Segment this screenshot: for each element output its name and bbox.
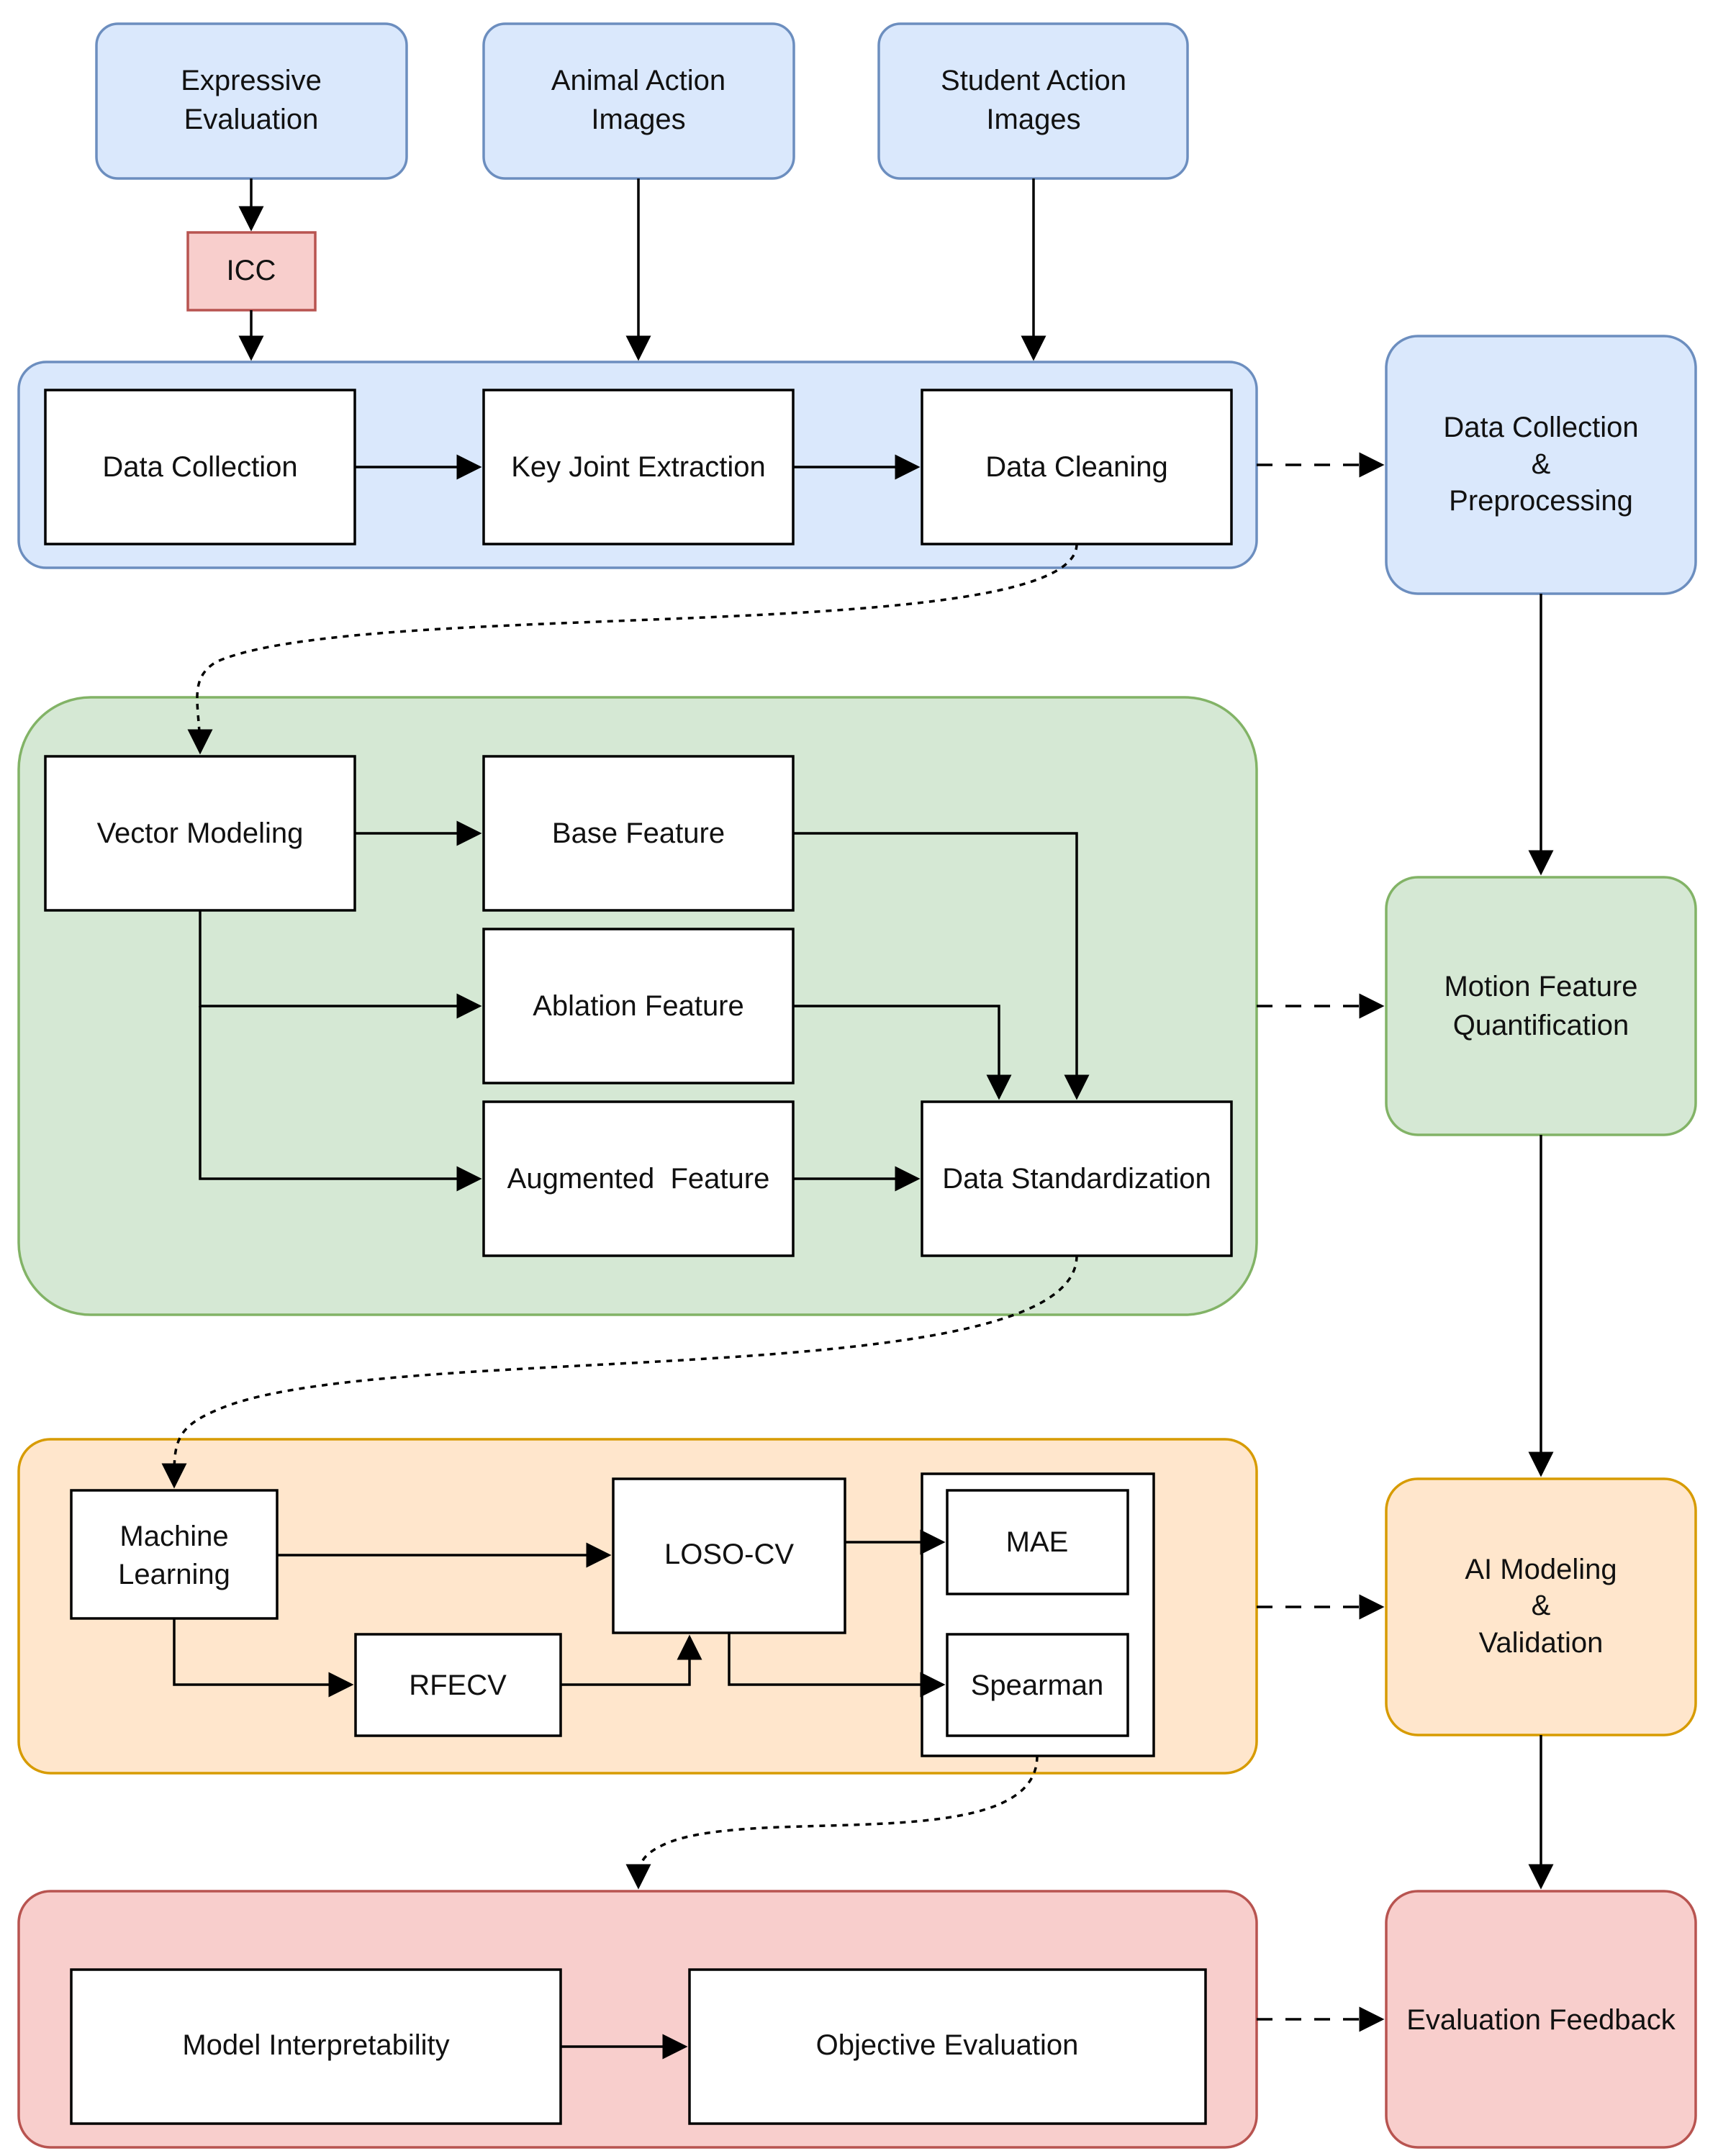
student-action-images-box: Student Action Images	[877, 22, 1189, 180]
svg-text:Key Joint Extraction: Key Joint Extraction	[511, 451, 766, 483]
ml-line1: Machine	[119, 1521, 228, 1552]
ablation-feature-box: Ablation Feature	[482, 928, 795, 1084]
phase-data-collection-preprocessing: Data Collection & Preprocessing	[1385, 335, 1697, 595]
animal-line1: Animal Action	[551, 65, 725, 96]
dotted-standardization-to-ml	[161, 1255, 1078, 1489]
phase-motion-feature-quantification: Motion Feature Quantification	[1385, 876, 1697, 1136]
data-collection-box: Data Collection	[44, 389, 356, 545]
model-interpretability-box: Model Interpretability	[70, 1968, 562, 2125]
arrow-base-to-standardization	[793, 832, 1090, 1100]
animal-line2: Images	[591, 104, 685, 135]
svg-text:Vector Modeling: Vector Modeling	[97, 817, 304, 849]
phase3-line3: Validation	[1479, 1627, 1604, 1659]
expressive-line2: Evaluation	[184, 104, 319, 135]
data-standardization-box: Data Standardization	[921, 1100, 1233, 1257]
arrow-loso-to-spearman	[728, 1633, 946, 1698]
connectors	[173, 178, 1554, 2060]
svg-text:RFECV: RFECV	[409, 1670, 507, 1701]
key-joint-extraction-box: Key Joint Extraction	[482, 389, 795, 545]
arrow-ml-to-rfecv	[173, 1618, 354, 1698]
phase-evaluation-feedback: Evaluation Feedback	[1385, 1890, 1697, 2149]
phase2-line2: Quantification	[1453, 1010, 1629, 1041]
icc-box: ICC	[186, 231, 317, 312]
svg-text:Ablation Feature: Ablation Feature	[533, 990, 744, 1022]
base-feature-box: Base Feature	[482, 755, 795, 912]
phase1-line1: Data Collection	[1443, 412, 1638, 443]
svg-text:Base Feature: Base Feature	[552, 817, 725, 849]
phase2-line1: Motion Feature	[1444, 971, 1637, 1002]
phase-ai-modeling-validation: AI Modeling & Validation	[1385, 1477, 1697, 1736]
phase-links	[1257, 452, 1385, 2032]
svg-text:ICC: ICC	[227, 255, 276, 286]
ml-line2: Learning	[118, 1559, 230, 1590]
student-line2: Images	[986, 104, 1080, 135]
dotted-metrics-to-stage4	[625, 1755, 1039, 1890]
data-cleaning-box: Data Cleaning	[921, 389, 1233, 545]
svg-text:Objective Evaluation: Objective Evaluation	[816, 2029, 1079, 2061]
svg-text:Data Cleaning: Data Cleaning	[985, 451, 1168, 483]
vector-modeling-box: Vector Modeling	[44, 755, 356, 912]
arrow-rfecv-to-loso	[561, 1634, 702, 1686]
expressive-line1: Expressive	[181, 65, 322, 96]
mae-box: MAE	[946, 1489, 1129, 1595]
rfecv-box: RFECV	[354, 1633, 562, 1737]
svg-text:MAE: MAE	[1006, 1526, 1069, 1558]
augmented-feature-box: Augmented Feature	[482, 1100, 795, 1257]
student-line1: Student Action	[941, 65, 1126, 96]
animal-action-images-box: Animal Action Images	[482, 22, 795, 180]
arrow-vector-to-augmented	[199, 1006, 482, 1192]
phase3-line1: AI Modeling	[1465, 1554, 1617, 1585]
expressive-evaluation-box: Expressive Evaluation	[95, 22, 408, 180]
svg-text:Data Standardization: Data Standardization	[942, 1163, 1211, 1195]
svg-text:Augmented Feature: Augmented Feature	[507, 1163, 770, 1195]
svg-text:Evaluation Feedback: Evaluation Feedback	[1406, 2004, 1676, 2036]
svg-text:Data Collection: Data Collection	[102, 451, 297, 483]
svg-text:LOSO-CV: LOSO-CV	[664, 1539, 794, 1570]
svg-text:Spearman: Spearman	[971, 1670, 1104, 1701]
stage-links	[161, 543, 1078, 1890]
objective-evaluation-box: Objective Evaluation	[688, 1968, 1207, 2125]
phase3-line2: &	[1532, 1590, 1551, 1621]
phase1-line2: &	[1532, 448, 1551, 480]
phase1-line3: Preprocessing	[1449, 485, 1633, 517]
spearman-box: Spearman	[946, 1633, 1129, 1737]
machine-learning-box: Machine Learning	[70, 1489, 279, 1620]
dotted-cleaning-to-vector	[187, 543, 1078, 755]
svg-text:Model Interpretability: Model Interpretability	[182, 2029, 449, 2061]
arrow-ablation-to-standardization	[793, 1005, 1012, 1100]
loso-cv-box: LOSO-CV	[612, 1477, 846, 1634]
